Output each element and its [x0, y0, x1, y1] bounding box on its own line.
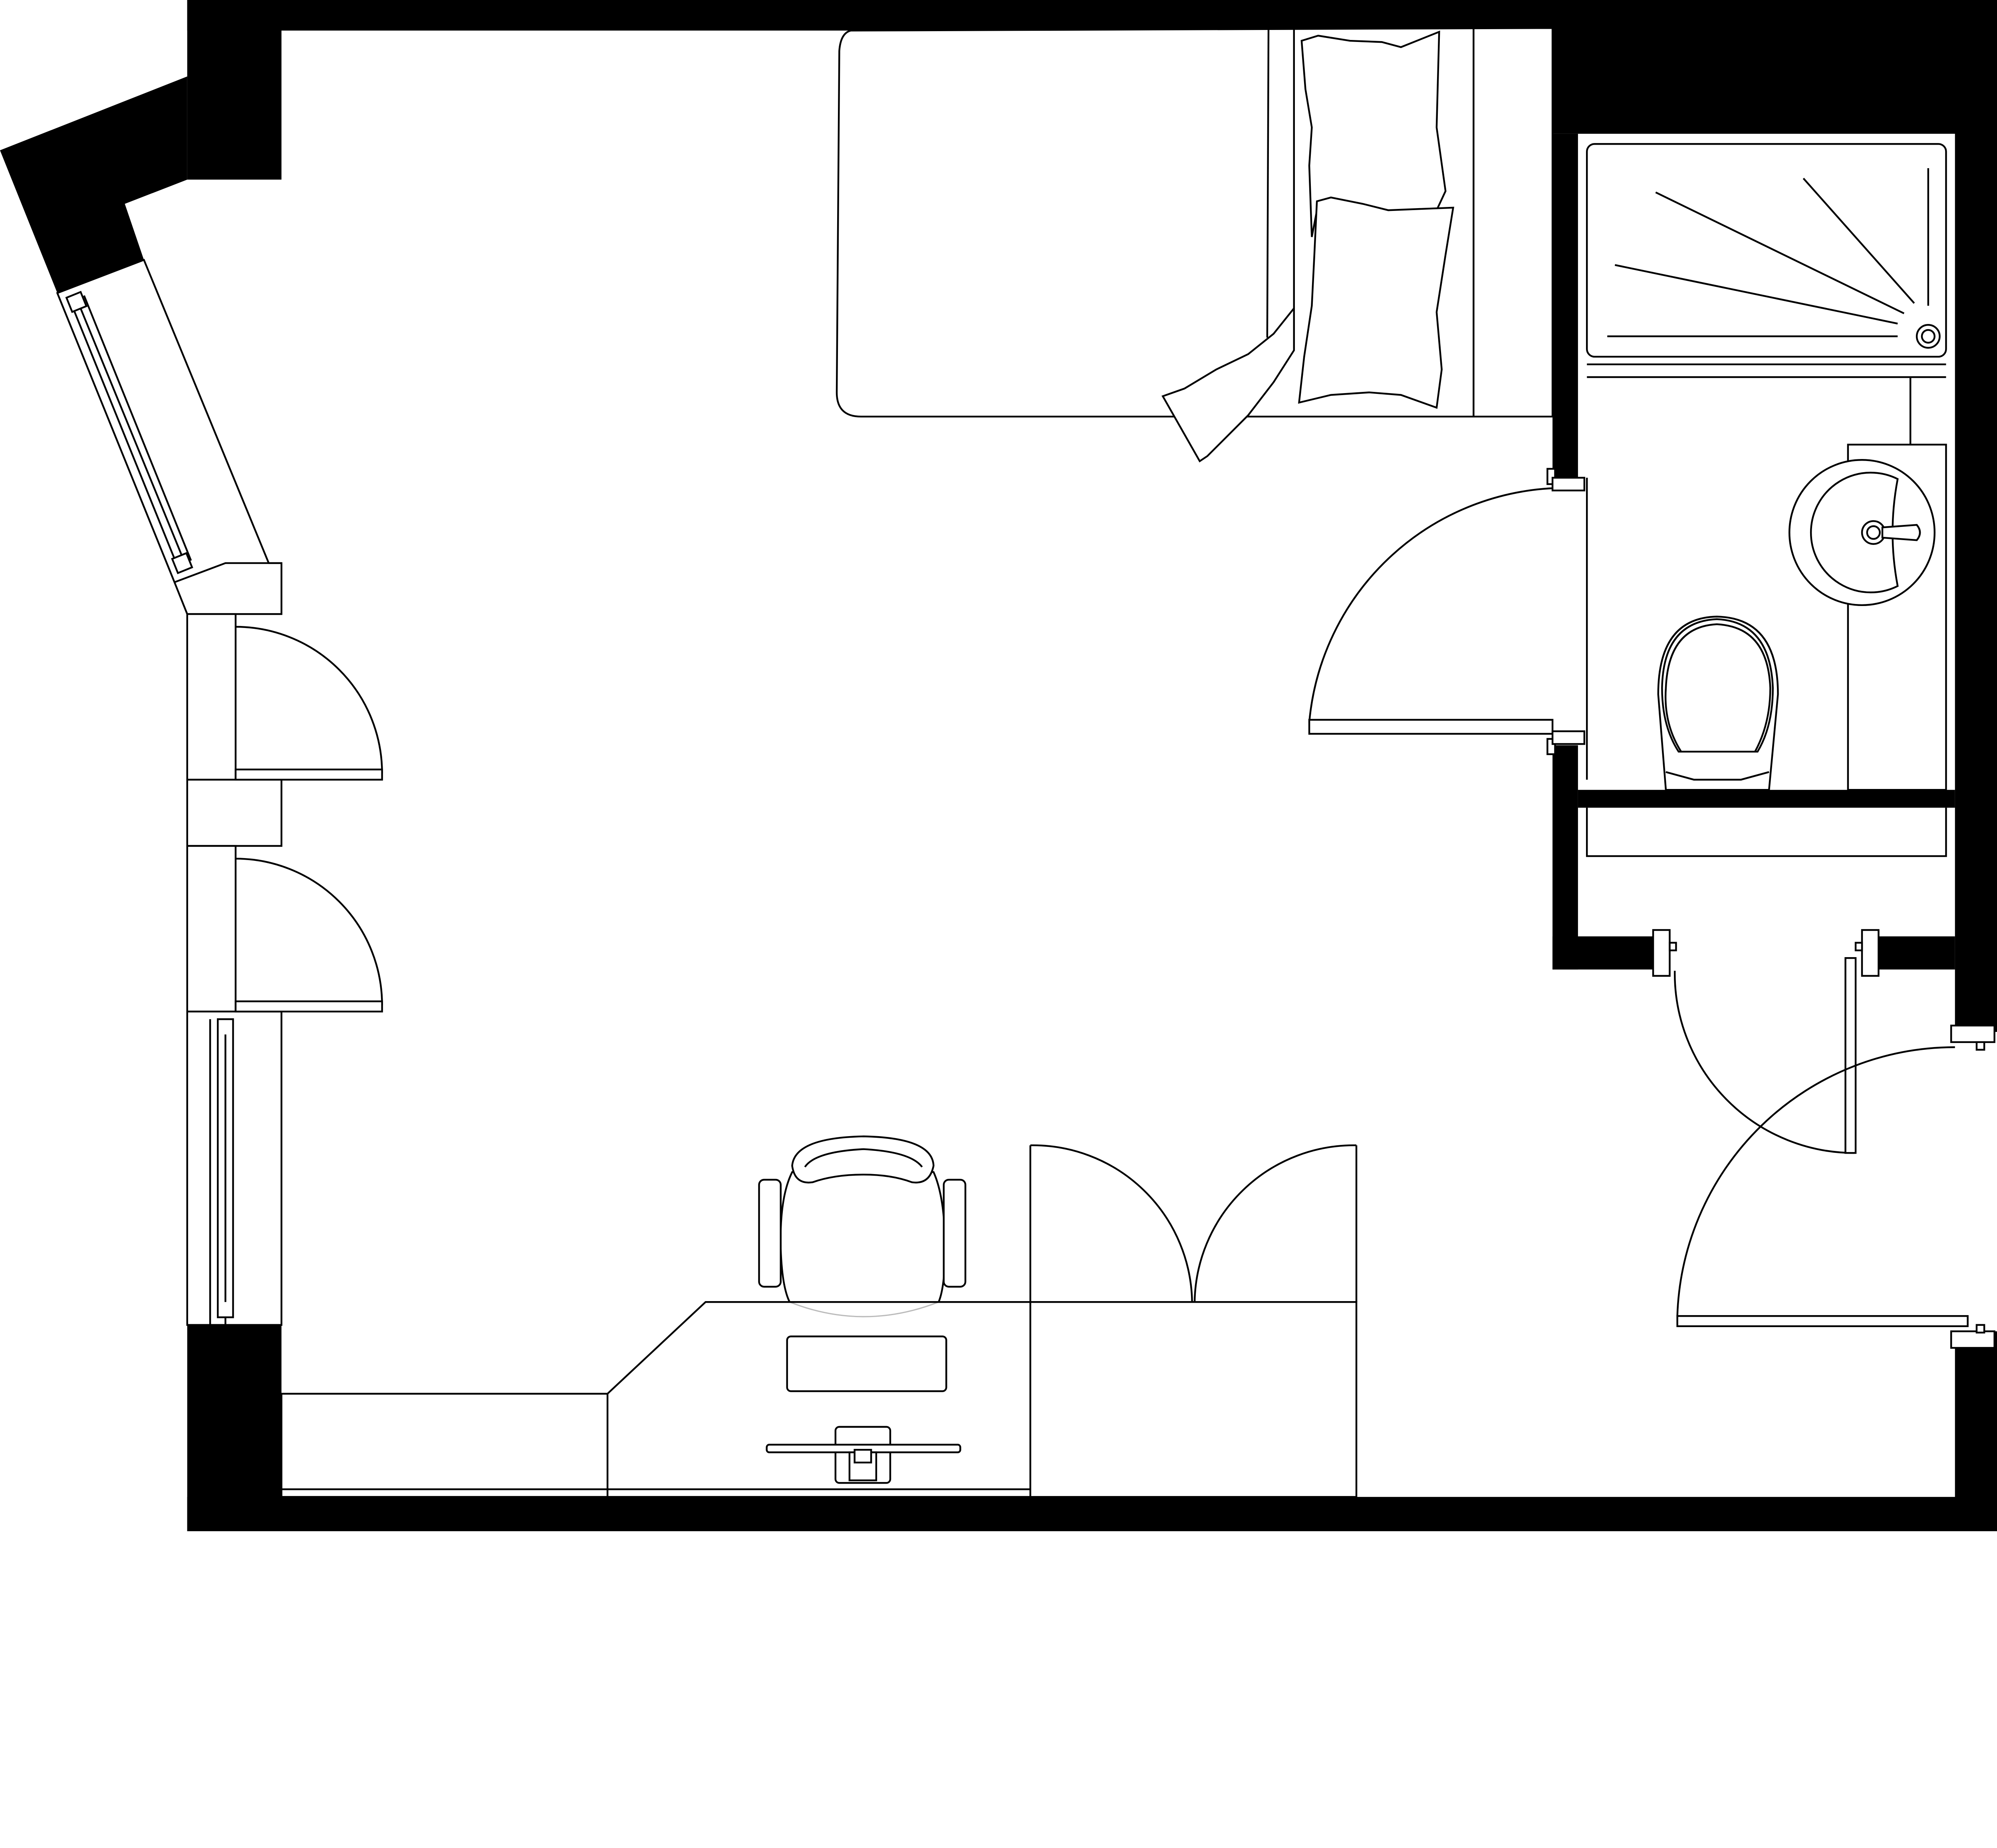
door-left-lower[interactable] [234, 858, 383, 1013]
wall-bathroom-left-upper [1552, 133, 1578, 478]
floor-plan [0, 0, 1997, 1532]
door-left-upper[interactable] [234, 626, 383, 781]
wall-slanted [0, 76, 187, 293]
office-chair[interactable] [758, 1135, 967, 1317]
desk [280, 1301, 1031, 1498]
wall-bottom-left-block [187, 1325, 282, 1532]
wall-right-upper [1955, 0, 1997, 1032]
shower-tray [1586, 143, 1947, 358]
wall-corridor-right [1867, 936, 1955, 970]
faucet-icon [1861, 520, 1886, 545]
bed [836, 27, 1554, 463]
wall-top-left-block [187, 0, 282, 180]
wall-bottom [187, 1497, 1997, 1532]
wardrobe-door-right[interactable] [1193, 1144, 1357, 1302]
walls [0, 0, 1997, 1532]
drain-icon [1916, 324, 1941, 349]
wall-bathroom-left-lower [1552, 745, 1578, 970]
wall-corridor-left [1552, 936, 1667, 970]
wall-top-right-block [1552, 0, 1997, 134]
keyboard[interactable] [786, 1335, 947, 1392]
door-corridor-inner[interactable] [1652, 929, 1880, 1154]
wardrobe-door-left[interactable] [1030, 1144, 1193, 1302]
door-bathroom[interactable] [1308, 468, 1586, 755]
left-wall-openings [186, 613, 282, 1326]
door-entrance[interactable] [1676, 1024, 1995, 1349]
bed-sheet-fold [1161, 306, 1295, 463]
closet [1586, 807, 1947, 857]
bathroom [1586, 143, 1947, 791]
toilet[interactable] [1657, 616, 1779, 791]
wardrobe [1029, 1144, 1358, 1498]
wall-bathroom-bottom [1578, 790, 1955, 808]
pillow [1298, 197, 1455, 409]
window-slanted [56, 258, 282, 615]
monitor [766, 1426, 961, 1484]
